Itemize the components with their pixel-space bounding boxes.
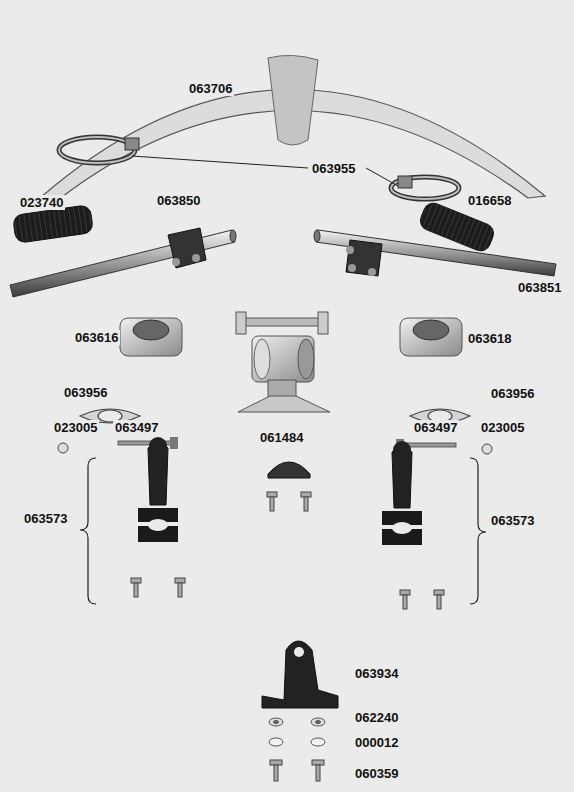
half-clamp — [268, 462, 310, 478]
callout-number: 023005 — [479, 420, 526, 435]
screw — [270, 760, 324, 781]
callout-number: 000012 — [353, 735, 400, 750]
callout-number: 023740 — [18, 195, 65, 210]
link-arm — [138, 437, 422, 545]
callout-number: 063955 — [310, 161, 357, 176]
bar-clamp — [168, 228, 382, 276]
callout-number: 063956 — [489, 386, 536, 401]
callout-number: 063616 — [73, 330, 120, 345]
washer — [269, 718, 325, 746]
callout-number: 063706 — [187, 81, 234, 96]
callout-number: 060359 — [353, 766, 400, 781]
callout-number: 063851 — [516, 280, 563, 295]
handlebar — [10, 230, 556, 297]
hose-clamp — [59, 137, 459, 199]
callout-number: 063934 — [353, 666, 400, 681]
screw — [131, 492, 444, 609]
mounting-bracket — [262, 641, 338, 708]
callout-number: 063573 — [22, 511, 69, 526]
callout-number: 063956 — [62, 385, 109, 400]
brace — [80, 458, 486, 604]
callout-number: 063573 — [489, 513, 536, 528]
callout-number: 016658 — [466, 193, 513, 208]
callout-number: 063497 — [113, 420, 160, 435]
callout-number: 062240 — [353, 710, 400, 725]
callout-number: 061484 — [258, 430, 305, 445]
callout-number: 023005 — [52, 420, 99, 435]
callout-number: 063497 — [412, 420, 459, 435]
damper-assembly — [236, 312, 330, 412]
fender — [40, 55, 545, 200]
callout-number: 063618 — [466, 331, 513, 346]
leader-line — [132, 156, 398, 186]
callout-number: 063850 — [155, 193, 202, 208]
